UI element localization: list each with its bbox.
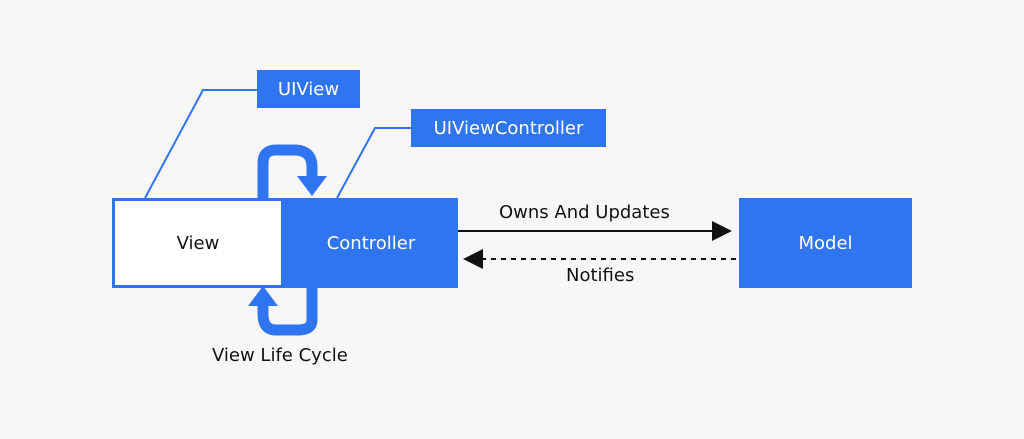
- uiview-label: UIView: [277, 78, 340, 100]
- controller-node-label: Controller: [326, 232, 416, 254]
- uiviewcontroller-callout: UIViewController: [411, 109, 606, 147]
- view-node-label: View: [176, 232, 220, 254]
- bottom-lifecycle-loop: [257, 282, 318, 336]
- view-life-cycle-label: View Life Cycle: [212, 345, 348, 366]
- notifies-label: Notifies: [566, 265, 635, 286]
- top-lifecycle-arrowhead: [297, 176, 327, 196]
- model-node-label: Model: [798, 232, 853, 254]
- uiviewcontroller-leader-line: [336, 127, 411, 199]
- uiview-callout: UIView: [257, 70, 360, 108]
- controller-node: Controller: [284, 198, 458, 288]
- top-lifecycle-loop: [257, 144, 318, 204]
- model-node: Model: [739, 198, 912, 288]
- uiview-leader-line: [144, 89, 257, 199]
- view-node: View: [112, 198, 284, 288]
- uiviewcontroller-label: UIViewController: [433, 117, 584, 139]
- owns-and-updates-label: Owns And Updates: [499, 202, 670, 223]
- bottom-lifecycle-arrowhead: [248, 286, 278, 306]
